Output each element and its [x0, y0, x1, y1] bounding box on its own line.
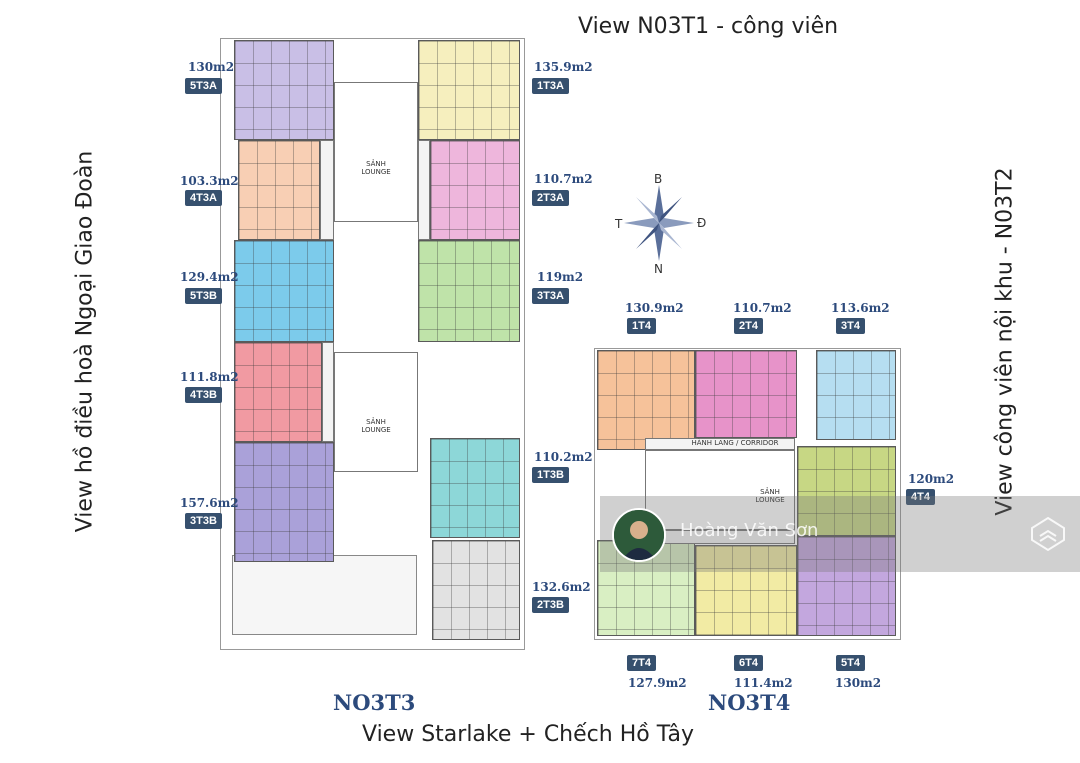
unit-1T4-plan [597, 350, 695, 450]
tag-2T3A: 2T3A [532, 190, 569, 206]
watermark-avatar [612, 508, 666, 562]
unit-3T3B-plan [234, 442, 334, 562]
area-2T3B: 132.6m2 [532, 580, 591, 594]
tag-4T3B: 4T3B [185, 387, 222, 403]
no3t3-corridor-lower [322, 342, 334, 442]
tag-2T3B: 2T3B [532, 597, 569, 613]
unit-2T4-plan [695, 350, 797, 438]
area-4T4: 120m2 [908, 472, 955, 486]
building-no3t3-title: NO3T3 [333, 690, 416, 715]
unit-1T3A-plan [418, 40, 520, 140]
no3t3-outline [220, 38, 525, 650]
unit-1T3B-plan [430, 438, 520, 538]
no3t3-corridor-upper [320, 140, 334, 240]
area-5T4: 130m2 [835, 676, 882, 690]
tag-5T3B: 5T3B [185, 288, 222, 304]
area-6T4: 111.4m2 [734, 676, 793, 690]
unit-3T4-plan [816, 350, 896, 440]
no3t4-corridor-top [645, 438, 795, 450]
compass-west: T [615, 217, 623, 231]
tag-3T3A: 3T3A [532, 288, 569, 304]
unit-3T3A-plan [418, 240, 520, 342]
watermark-name: Hoàng Văn Sơn [680, 520, 819, 541]
tag-6T4: 6T4 [734, 655, 763, 671]
unit-6T4-plan [695, 545, 797, 636]
unit-4T3A-plan [238, 140, 320, 240]
area-2T3A: 110.7m2 [534, 172, 593, 186]
area-5T3A: 130m2 [188, 60, 235, 74]
compass-rose-icon [624, 185, 694, 261]
tag-7T4: 7T4 [627, 655, 656, 671]
no3t3-corridor-right [418, 140, 430, 240]
no3t3-lower-core [334, 352, 418, 472]
area-1T3A: 135.9m2 [534, 60, 593, 74]
tag-3T4: 3T4 [836, 318, 865, 334]
no3t4-lobby-label: SẢNH LOUNGE [755, 488, 785, 504]
area-1T4: 130.9m2 [625, 301, 684, 315]
view-top-label: View N03T1 - công viên [578, 14, 839, 39]
tag-3T3B: 3T3B [185, 513, 222, 529]
tag-4T4: 4T4 [906, 489, 935, 505]
view-left-label: View hồ điều hoà Ngoại Giao Đoàn [72, 150, 98, 533]
tag-2T4: 2T4 [734, 318, 763, 334]
watermark-logo-icon [1031, 516, 1065, 552]
area-5T3B: 129.4m2 [180, 270, 239, 284]
no3t3-upper-core [334, 82, 418, 222]
no3t3-lower-lobby-label: SẢNH LOUNGE [361, 418, 391, 434]
unit-2T3A-plan [430, 140, 520, 240]
no3t4-outline [594, 348, 901, 640]
tag-4T3A: 4T3A [185, 190, 222, 206]
area-3T3A: 119m2 [537, 270, 584, 284]
area-3T3B: 157.6m2 [180, 496, 239, 510]
view-bottom-label: View Starlake + Chếch Hồ Tây [362, 722, 695, 747]
tag-1T3B: 1T3B [532, 467, 569, 483]
area-4T3B: 111.8m2 [180, 370, 239, 384]
unit-5T4-plan [797, 536, 896, 636]
no3t4-core [645, 450, 795, 530]
tag-1T3A: 1T3A [532, 78, 569, 94]
unit-2T3B-plan [432, 540, 520, 640]
area-2T4: 110.7m2 [733, 301, 792, 315]
compass-north: B [654, 172, 663, 186]
tag-5T3A: 5T3A [185, 78, 222, 94]
compass-south: N [654, 262, 663, 276]
area-4T3A: 103.3m2 [180, 174, 239, 188]
building-no3t4-title: NO3T4 [708, 690, 791, 715]
area-1T3B: 110.2m2 [534, 450, 593, 464]
tag-1T4: 1T4 [627, 318, 656, 334]
unit-4T4-plan [797, 446, 896, 536]
no3t3-upper-lobby-label: SẢNH LOUNGE [361, 160, 391, 176]
no3t4-corridor-top-label: HÀNH LANG / CORRIDOR [691, 439, 779, 447]
view-right-label: View công viên nội khu - N03T2 [992, 167, 1018, 516]
unit-5T3A-plan [234, 40, 334, 140]
watermark-bar [600, 496, 1080, 572]
area-3T4: 113.6m2 [831, 301, 890, 315]
tag-5T4: 5T4 [836, 655, 865, 671]
no3t3-lower-extension [232, 555, 417, 635]
unit-5T3B-plan [234, 240, 334, 342]
compass-east: Đ [697, 216, 707, 230]
unit-4T3B-plan [234, 342, 322, 442]
area-7T4: 127.9m2 [628, 676, 687, 690]
